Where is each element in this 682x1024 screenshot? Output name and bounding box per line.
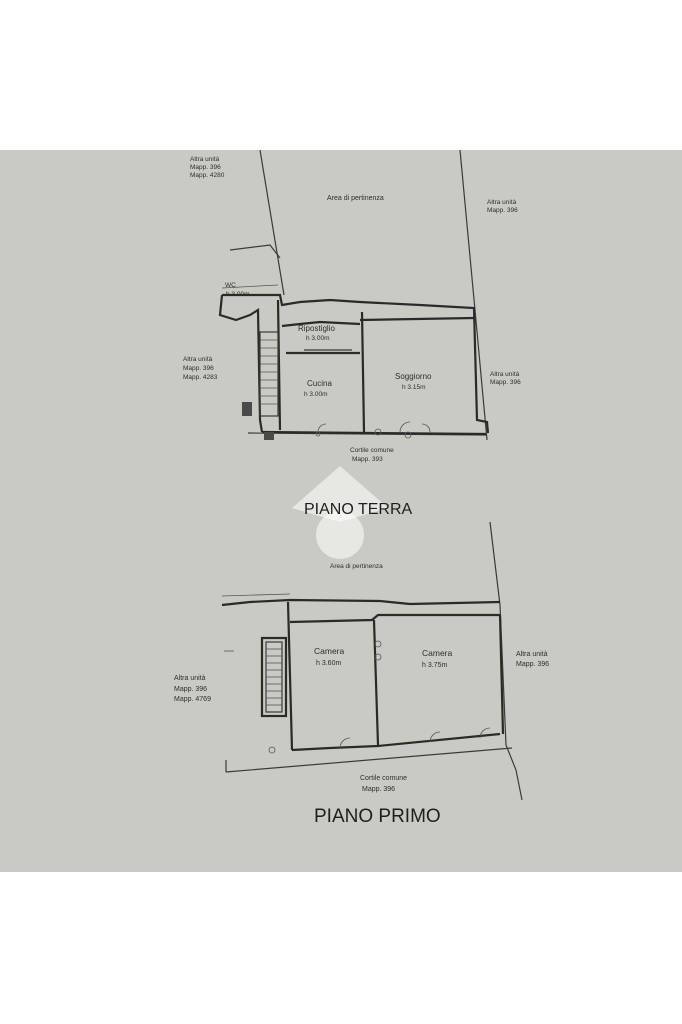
camera-2-height: h 3.75m: [422, 662, 447, 669]
wc-height: h 3.00m: [226, 291, 250, 298]
bottom-note-line-2: Mapp. 393: [352, 456, 383, 463]
first-floor-title: PIANO PRIMO: [314, 806, 441, 827]
top-left-note-line-2: Mapp. 396: [190, 164, 221, 171]
ground-floor-labels: Altra unità Mapp. 396 Mapp. 4280 Area di…: [183, 156, 521, 463]
top-right-note-line-2: Mapp. 396: [487, 207, 518, 214]
soggiorno-label: Soggiorno: [395, 372, 432, 381]
first-left-note-line-1: Altra unità: [174, 675, 206, 682]
cucina-height: h 3.00m: [304, 391, 328, 398]
bottom-note-line-1: Cortile comune: [350, 447, 394, 454]
top-area-label: Area di pertinenza: [327, 195, 384, 202]
top-left-note-line-1: Altra unità: [190, 156, 220, 163]
watermark-logo: [292, 466, 388, 559]
first-top-area-label: Area di pertinenza: [330, 563, 383, 570]
ground-floor-title: PIANO TERRA: [304, 501, 413, 518]
right-note-line-2: Mapp. 396: [490, 379, 521, 386]
ripostiglio-label: Ripostiglio: [298, 324, 335, 333]
ripostiglio-height: h 3.00m: [306, 335, 330, 342]
ground-floor-walls: [218, 293, 490, 439]
first-bottom-note-line-1: Cortile comune: [360, 775, 407, 782]
left-note-line-3: Mapp. 4283: [183, 374, 218, 381]
floor-plan-drawing: Altra unità Mapp. 396 Mapp. 4280 Area di…: [174, 150, 549, 827]
right-note-line-1: Altra unità: [490, 371, 520, 378]
first-bottom-note-line-2: Mapp. 396: [362, 786, 395, 793]
top-right-note-line-1: Altra unità: [487, 199, 517, 206]
soggiorno-height: h 3.15m: [402, 384, 426, 391]
first-floor-walls: [221, 593, 505, 754]
camera-1-height: h 3.60m: [316, 660, 341, 667]
first-floor-labels: Area di pertinenza Camera h 3.60m Camera…: [174, 563, 549, 793]
top-left-note-line-3: Mapp. 4280: [190, 172, 225, 179]
first-right-note-line-1: Altra unità: [516, 651, 548, 658]
left-note-line-1: Altra unità: [183, 356, 213, 363]
cucina-label: Cucina: [307, 379, 332, 388]
first-left-note-line-3: Mapp. 4769: [174, 696, 211, 703]
camera-1-label: Camera: [314, 646, 345, 656]
first-right-note-line-2: Mapp. 396: [516, 661, 549, 668]
first-floor-stair: [224, 636, 288, 718]
wc-label: WC: [225, 282, 236, 289]
first-left-note-line-2: Mapp. 396: [174, 686, 207, 693]
ground-floor-stair: [242, 331, 279, 440]
camera-2-label: Camera: [422, 648, 453, 658]
left-note-line-2: Mapp. 396: [183, 365, 214, 372]
